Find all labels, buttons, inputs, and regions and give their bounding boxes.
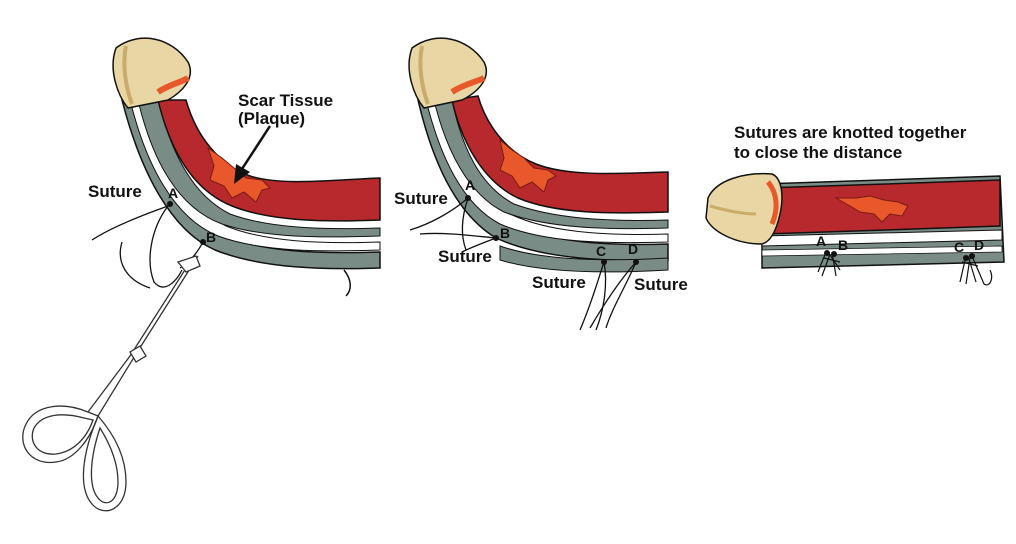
panel-2-suture-label-right-bottom: Suture <box>634 275 688 294</box>
panel-2-glans <box>408 37 487 109</box>
panel-3-plaque <box>834 195 909 223</box>
panel-3-point-a-label: A <box>816 233 826 249</box>
panel-1-curved-shaft <box>112 37 381 297</box>
panel-1-point-a-marker <box>167 201 173 207</box>
panel-1-skin-line <box>343 269 351 297</box>
panel-3-point-b-marker <box>831 251 837 257</box>
panel-2-curved-shaft <box>408 37 669 273</box>
panel-1-glans <box>112 37 191 109</box>
panel-2-point-a-marker <box>465 195 471 201</box>
scar-tissue-label-line2: (Plaque) <box>238 109 305 128</box>
panel-2-suture-label-left-bottom: Suture <box>532 273 586 292</box>
panel-1-point-a-label: A <box>168 185 178 201</box>
scar-tissue-label-line1: Scar Tissue <box>238 91 333 110</box>
panel-3-glans-corona <box>765 180 779 225</box>
panel-2-inner-sheath <box>433 99 669 230</box>
panel-1-inner-sheath <box>137 99 381 238</box>
panel-1-scar-arrow <box>234 125 272 184</box>
panel-2-point-d-marker <box>633 259 639 265</box>
panel-3-point-d-marker <box>969 253 975 259</box>
panel-2-suture-threads <box>409 197 637 331</box>
panel-2-suture-label-mid: Suture <box>438 247 492 266</box>
panel-2-point-b-label: B <box>500 225 510 241</box>
panel-3-straight-shaft <box>705 172 1005 269</box>
panel-3-caption-line1: Sutures are knotted together <box>734 123 967 142</box>
panel-2-point-a-label: A <box>465 177 475 193</box>
panel-3-point-d-label: D <box>974 237 984 253</box>
panel-3-glans <box>705 172 783 245</box>
panel-1-glans-shade <box>122 45 134 105</box>
panel-2-glans-shade <box>418 45 430 105</box>
panel-1-suture-label: Suture <box>88 182 142 201</box>
panel-2-suture-label-top: Suture <box>394 189 448 208</box>
panel-3-lower-white-band <box>761 245 1003 257</box>
panel-1-point-b-label: B <box>206 229 216 245</box>
panel-2-point-d-label: D <box>628 241 638 257</box>
panel-1-point-b-marker <box>200 239 206 245</box>
panel-1-glans-corona <box>156 75 190 95</box>
panel-2-point-b-marker <box>493 235 499 241</box>
panel-3-caption-line2: to close the distance <box>734 143 902 162</box>
panel-2-base-sheath <box>499 245 669 273</box>
panel-2-point-c-label: C <box>596 243 606 259</box>
panel-3-glans-shade <box>709 204 757 216</box>
panel-3-point-c-label: C <box>954 239 964 255</box>
panel-2-glans-corona <box>450 75 486 95</box>
panel-2-point-c-marker <box>601 259 607 265</box>
panel-3-point-b-label: B <box>838 237 848 253</box>
needle-holder-icon <box>22 255 201 512</box>
panel-3-point-a-marker <box>824 250 830 256</box>
panel-2-plaque <box>499 138 557 193</box>
panel-3-point-c-marker <box>963 255 969 261</box>
